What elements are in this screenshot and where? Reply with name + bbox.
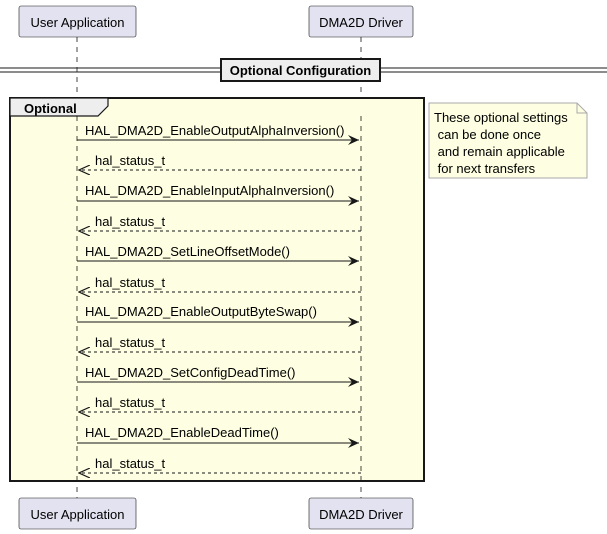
participant-label: DMA2D Driver: [319, 15, 403, 30]
optional-configuration-divider: Optional Configuration: [0, 59, 607, 81]
call-label: HAL_DMA2D_EnableDeadTime(): [85, 425, 279, 440]
reply-label: hal_status_t: [95, 275, 165, 290]
reply-label: hal_status_t: [95, 153, 165, 168]
reply-label: hal_status_t: [95, 456, 165, 471]
reply-label: hal_status_t: [95, 335, 165, 350]
note-line: for next transfers: [434, 161, 536, 176]
user-participant-top: User Application: [19, 6, 136, 37]
reply-label: hal_status_t: [95, 395, 165, 410]
participant-label: User Application: [31, 15, 125, 30]
message-call: HAL_DMA2D_EnableOutputAlphaInversion(): [77, 123, 359, 140]
group-label: Optional: [24, 101, 77, 116]
driver-participant-top: DMA2D Driver: [309, 6, 413, 37]
call-label: HAL_DMA2D_SetConfigDeadTime(): [85, 365, 296, 380]
optional-settings-note: These optional settings can be done once…: [429, 103, 587, 178]
divider-label: Optional Configuration: [230, 63, 372, 78]
reply-label: hal_status_t: [95, 214, 165, 229]
participant-label: DMA2D Driver: [319, 507, 403, 522]
call-label: HAL_DMA2D_EnableInputAlphaInversion(): [85, 183, 334, 198]
call-label: HAL_DMA2D_SetLineOffsetMode(): [85, 244, 290, 259]
driver-participant-bottom: DMA2D Driver: [309, 498, 413, 529]
note-line: and remain applicable: [434, 144, 565, 159]
note-line: can be done once: [434, 127, 541, 142]
participant-label: User Application: [31, 507, 125, 522]
optional-group: Optional: [10, 98, 424, 481]
call-label: HAL_DMA2D_EnableOutputAlphaInversion(): [85, 123, 344, 138]
call-label: HAL_DMA2D_EnableOutputByteSwap(): [85, 304, 317, 319]
user-participant-bottom: User Application: [19, 498, 136, 529]
note-line: These optional settings: [434, 110, 568, 125]
